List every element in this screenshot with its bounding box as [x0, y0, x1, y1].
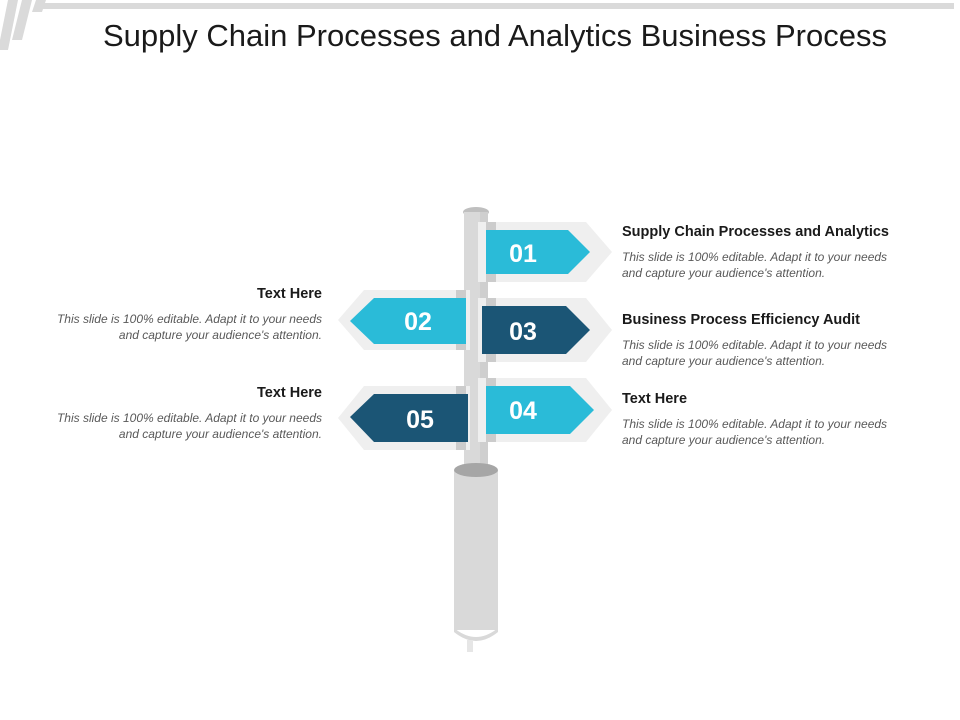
sign-02-number: 02 [404, 308, 432, 336]
sign-04-arrow [486, 386, 594, 434]
text-block-05: Text Here This slide is 100% editable. A… [42, 385, 322, 442]
block-01-body: This slide is 100% editable. Adapt it to… [622, 250, 888, 280]
block-04-heading: Text Here [622, 391, 688, 407]
slide-title: Supply Chain Processes and Analytics Bus… [102, 18, 887, 53]
block-02-body: This slide is 100% editable. Adapt it to… [56, 312, 322, 342]
block-05-body: This slide is 100% editable. Adapt it to… [56, 411, 322, 441]
stripe-2 [12, 0, 32, 40]
pole-foot [467, 640, 473, 652]
header-decoration [0, 0, 954, 50]
block-03-heading: Business Process Efficiency Audit [622, 312, 860, 328]
text-block-04: Text Here This slide is 100% editable. A… [622, 391, 892, 448]
block-04-body: This slide is 100% editable. Adapt it to… [622, 417, 888, 447]
sign-02-arrow [350, 298, 466, 344]
text-block-03: Business Process Efficiency Audit This s… [622, 312, 892, 369]
sign-05-number: 05 [406, 406, 434, 434]
block-05-heading: Text Here [256, 385, 322, 401]
sign-04-number: 04 [509, 397, 537, 425]
text-block-01: Supply Chain Processes and Analytics Thi… [622, 224, 892, 281]
pole-lower-bottom [454, 628, 498, 641]
text-block-02: Text Here This slide is 100% editable. A… [42, 286, 322, 343]
pole-lower [454, 470, 498, 630]
sign-03-arrow [482, 306, 590, 354]
block-02-heading: Text Here [256, 286, 322, 302]
sign-03-number: 03 [509, 318, 537, 346]
sign-01-arrow [486, 230, 590, 274]
sign-01-number: 01 [509, 240, 537, 268]
top-rule [42, 3, 954, 9]
pole-joint [454, 463, 498, 477]
block-01-heading: Supply Chain Processes and Analytics [622, 224, 889, 240]
block-03-body: This slide is 100% editable. Adapt it to… [622, 338, 888, 368]
sign-05-arrow [350, 394, 468, 442]
stripe-1 [0, 0, 18, 50]
